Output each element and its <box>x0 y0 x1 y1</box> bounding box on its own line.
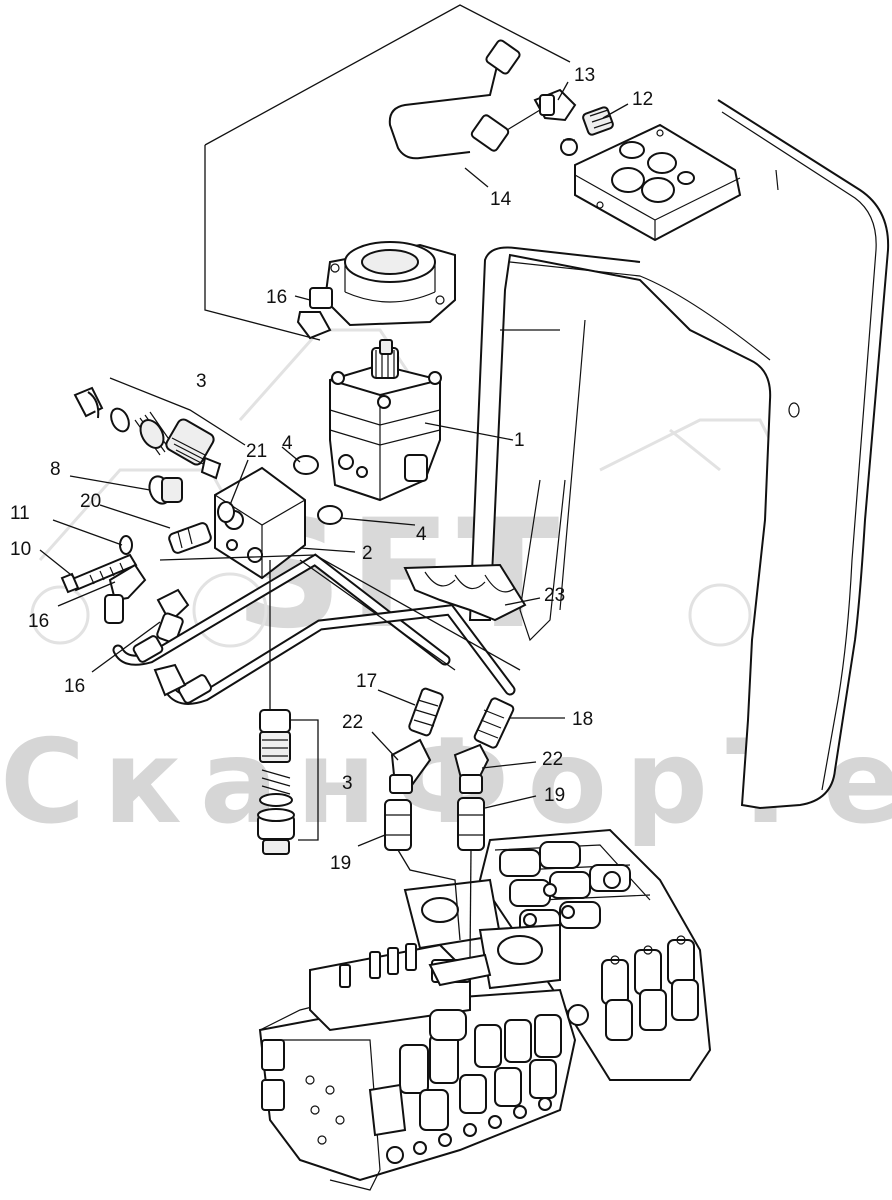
adapter-19-right <box>457 797 485 851</box>
callout-4-lower: 4 <box>416 524 427 545</box>
fitting-12 <box>582 106 614 136</box>
callout-10: 10 <box>10 539 32 560</box>
adapter-19-left <box>384 799 412 851</box>
callout-16-top: 16 <box>266 287 288 308</box>
callout-2: 2 <box>362 543 373 564</box>
o-ring-4-upper <box>293 455 319 475</box>
leader-lines <box>39 81 629 847</box>
cab-panel <box>468 99 890 810</box>
callout-12: 12 <box>632 89 654 110</box>
callout-4-upper: 4 <box>282 433 293 454</box>
callout-11: 11 <box>10 503 30 524</box>
leader-group-top <box>204 4 571 146</box>
callout-19-left: 19 <box>330 853 352 874</box>
elbow-13 <box>533 88 577 122</box>
mounting-plate <box>323 241 456 327</box>
elbow-22-left <box>389 738 432 794</box>
callout-20: 20 <box>80 491 102 512</box>
callout-22-left: 22 <box>342 712 364 733</box>
clamp-23 <box>403 563 527 622</box>
callout-17: 17 <box>356 671 378 692</box>
fitting-16-top <box>296 287 333 340</box>
callout-18: 18 <box>572 709 594 730</box>
valve-3-upper <box>73 386 222 480</box>
hose-assembly <box>112 553 521 705</box>
hose-fitting-17 <box>408 687 444 737</box>
callout-3-lower: 3 <box>342 773 353 794</box>
elbow-22-right <box>453 743 490 794</box>
callout-21: 21 <box>246 441 268 462</box>
callout-16-lower: 16 <box>64 676 86 697</box>
callout-19-right: 19 <box>544 785 566 806</box>
callout-13: 13 <box>574 65 596 86</box>
pump-1 <box>329 339 442 502</box>
callout-22-right: 22 <box>542 749 564 770</box>
control-valve-assembly <box>258 828 712 1191</box>
callout-1: 1 <box>514 430 525 451</box>
o-ring-4-lower <box>317 505 343 525</box>
callout-3-upper: 3 <box>196 371 207 392</box>
o-ring-21 <box>217 501 235 523</box>
callout-16-middle: 16 <box>28 611 50 632</box>
callout-14: 14 <box>490 189 512 210</box>
callout-8: 8 <box>50 459 61 480</box>
block-2 <box>214 466 306 580</box>
o-ring-near-12 <box>560 138 578 156</box>
pipe-14 <box>388 39 541 160</box>
washer-11 <box>119 535 133 555</box>
hose-fitting-18 <box>473 697 515 749</box>
bolt-10 <box>60 553 138 594</box>
elbow-16-middle <box>104 563 190 644</box>
callout-23: 23 <box>544 585 566 606</box>
plug-8 <box>148 475 183 505</box>
cartridge-20 <box>168 522 212 554</box>
flange-block <box>574 123 742 242</box>
valve-3-lower <box>257 709 295 855</box>
